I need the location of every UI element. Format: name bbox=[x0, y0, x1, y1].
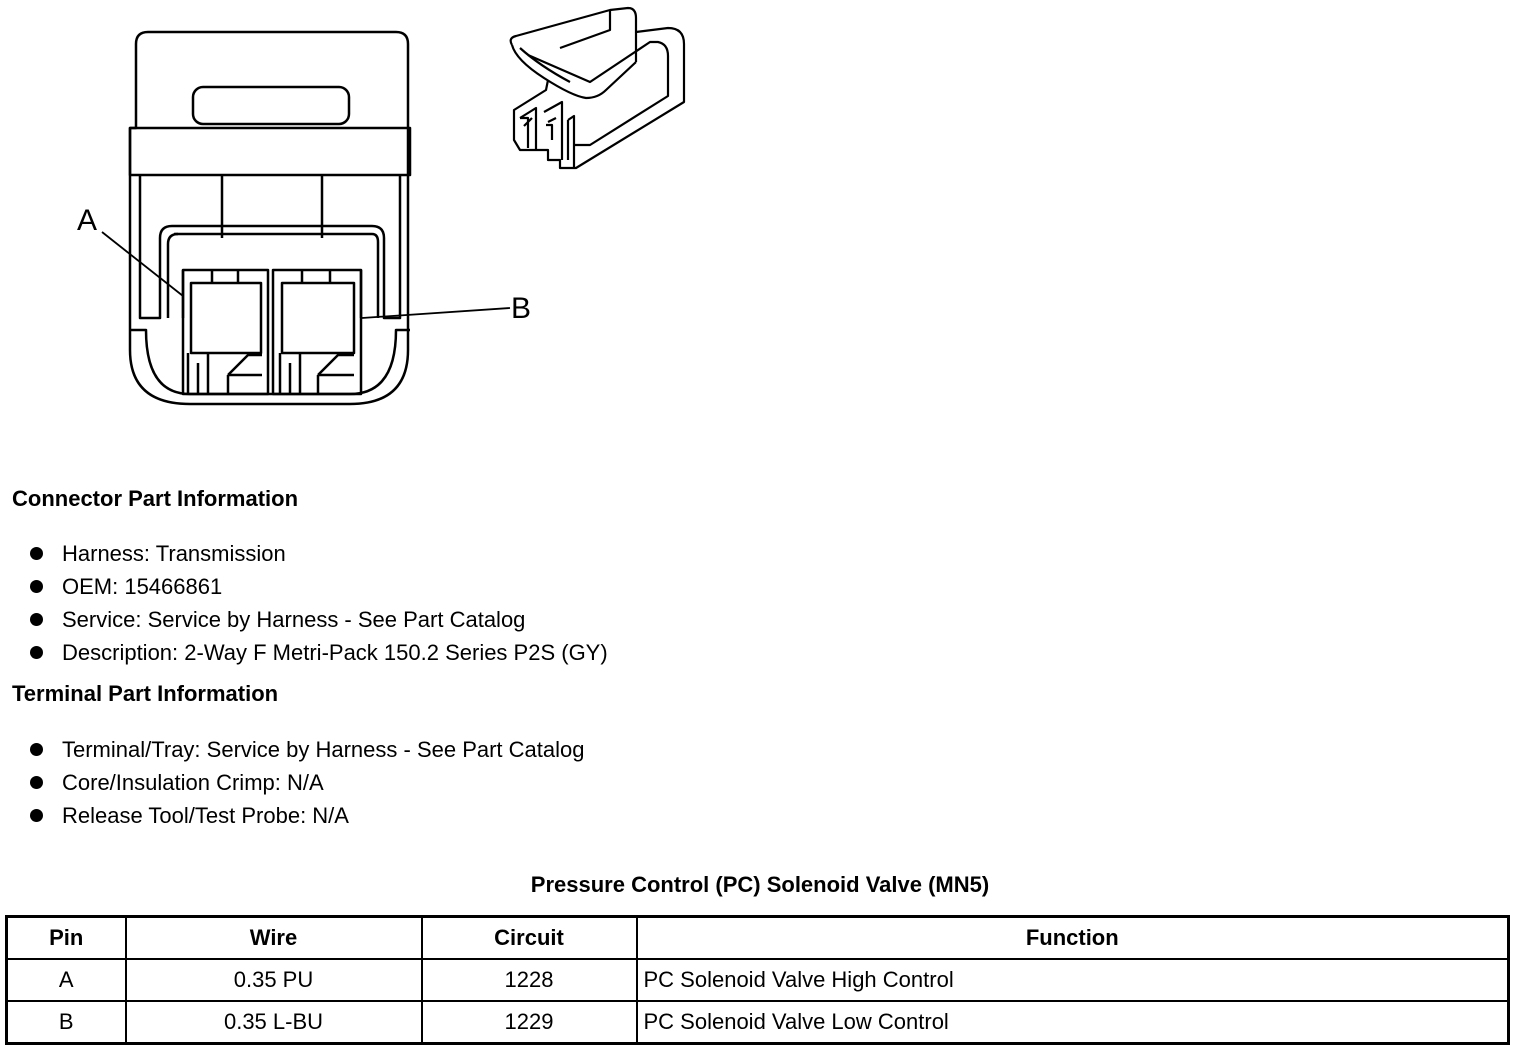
bullet-icon bbox=[30, 809, 43, 822]
circuit-header: Circuit bbox=[420, 915, 638, 960]
cavity-a bbox=[189, 281, 263, 355]
pin-b-leader bbox=[361, 307, 511, 319]
function-cell: PC Solenoid Valve Low Control bbox=[635, 1000, 1510, 1045]
circuit-cell: 1229 bbox=[420, 1000, 638, 1045]
wire-header: Wire bbox=[124, 915, 423, 960]
table-row: B 0.35 L-BU 1229 PC Solenoid Valve Low C… bbox=[5, 1000, 1510, 1045]
terminal-tray-item: Terminal/Tray: Service by Harness - See … bbox=[62, 737, 585, 762]
connector-info-list: Harness: Transmission OEM: 15466861 Serv… bbox=[30, 537, 608, 669]
pin-b-label: B bbox=[511, 292, 531, 325]
connector-isometric-view bbox=[509, 6, 686, 170]
bullet-icon bbox=[30, 743, 43, 756]
table-title: Pressure Control (PC) Solenoid Valve (MN… bbox=[0, 872, 1520, 898]
pin-header: Pin bbox=[5, 915, 127, 960]
release-tool-item: Release Tool/Test Probe: N/A bbox=[62, 803, 349, 828]
list-item: Description: 2-Way F Metri-Pack 150.2 Se… bbox=[30, 636, 608, 669]
harness-item: Harness: Transmission bbox=[62, 541, 286, 566]
terminal-info-list: Terminal/Tray: Service by Harness - See … bbox=[30, 733, 585, 832]
latch-window bbox=[191, 85, 351, 126]
connector-diagram: A B bbox=[77, 6, 686, 406]
function-cell: PC Solenoid Valve High Control bbox=[635, 958, 1510, 1002]
connector-info-title: Connector Part Information bbox=[12, 486, 299, 511]
pin-cell: B bbox=[5, 1000, 127, 1045]
table-row: A 0.35 PU 1228 PC Solenoid Valve High Co… bbox=[5, 958, 1510, 1002]
service-item: Service: Service by Harness - See Part C… bbox=[62, 607, 526, 632]
circuit-cell: 1228 bbox=[420, 958, 638, 1002]
wire-cell: 0.35 PU bbox=[124, 958, 423, 1002]
pinout-table: Pin Wire Circuit Function A 0.35 PU 1228… bbox=[5, 915, 1510, 1045]
oem-item: OEM: 15466861 bbox=[62, 574, 223, 599]
wire-cell: 0.35 L-BU bbox=[124, 1000, 423, 1045]
crimp-item: Core/Insulation Crimp: N/A bbox=[62, 770, 324, 795]
cavity-b bbox=[280, 281, 356, 355]
pin-a-label: A bbox=[77, 204, 97, 237]
table-title-text: Pressure Control (PC) Solenoid Valve (MN… bbox=[530, 872, 990, 897]
list-item: Core/Insulation Crimp: N/A bbox=[30, 766, 585, 799]
function-header: Function bbox=[635, 915, 1510, 960]
list-item: Terminal/Tray: Service by Harness - See … bbox=[30, 733, 585, 766]
list-item: Release Tool/Test Probe: N/A bbox=[30, 799, 585, 832]
bullet-icon bbox=[30, 776, 43, 789]
connector-body bbox=[128, 30, 410, 406]
list-item: Service: Service by Harness - See Part C… bbox=[30, 603, 608, 636]
bullet-icon bbox=[30, 580, 43, 593]
terminal-info-title: Terminal Part Information bbox=[12, 681, 279, 706]
list-item: OEM: 15466861 bbox=[30, 570, 608, 603]
bullet-icon bbox=[30, 646, 43, 659]
pin-a-leader bbox=[101, 231, 184, 297]
list-item: Harness: Transmission bbox=[30, 537, 608, 570]
bullet-icon bbox=[30, 547, 43, 560]
pin-cell: A bbox=[5, 958, 127, 1002]
bullet-icon bbox=[30, 613, 43, 626]
table-header-row: Pin Wire Circuit Function bbox=[5, 915, 1510, 960]
description-item: Description: 2-Way F Metri-Pack 150.2 Se… bbox=[62, 640, 608, 665]
